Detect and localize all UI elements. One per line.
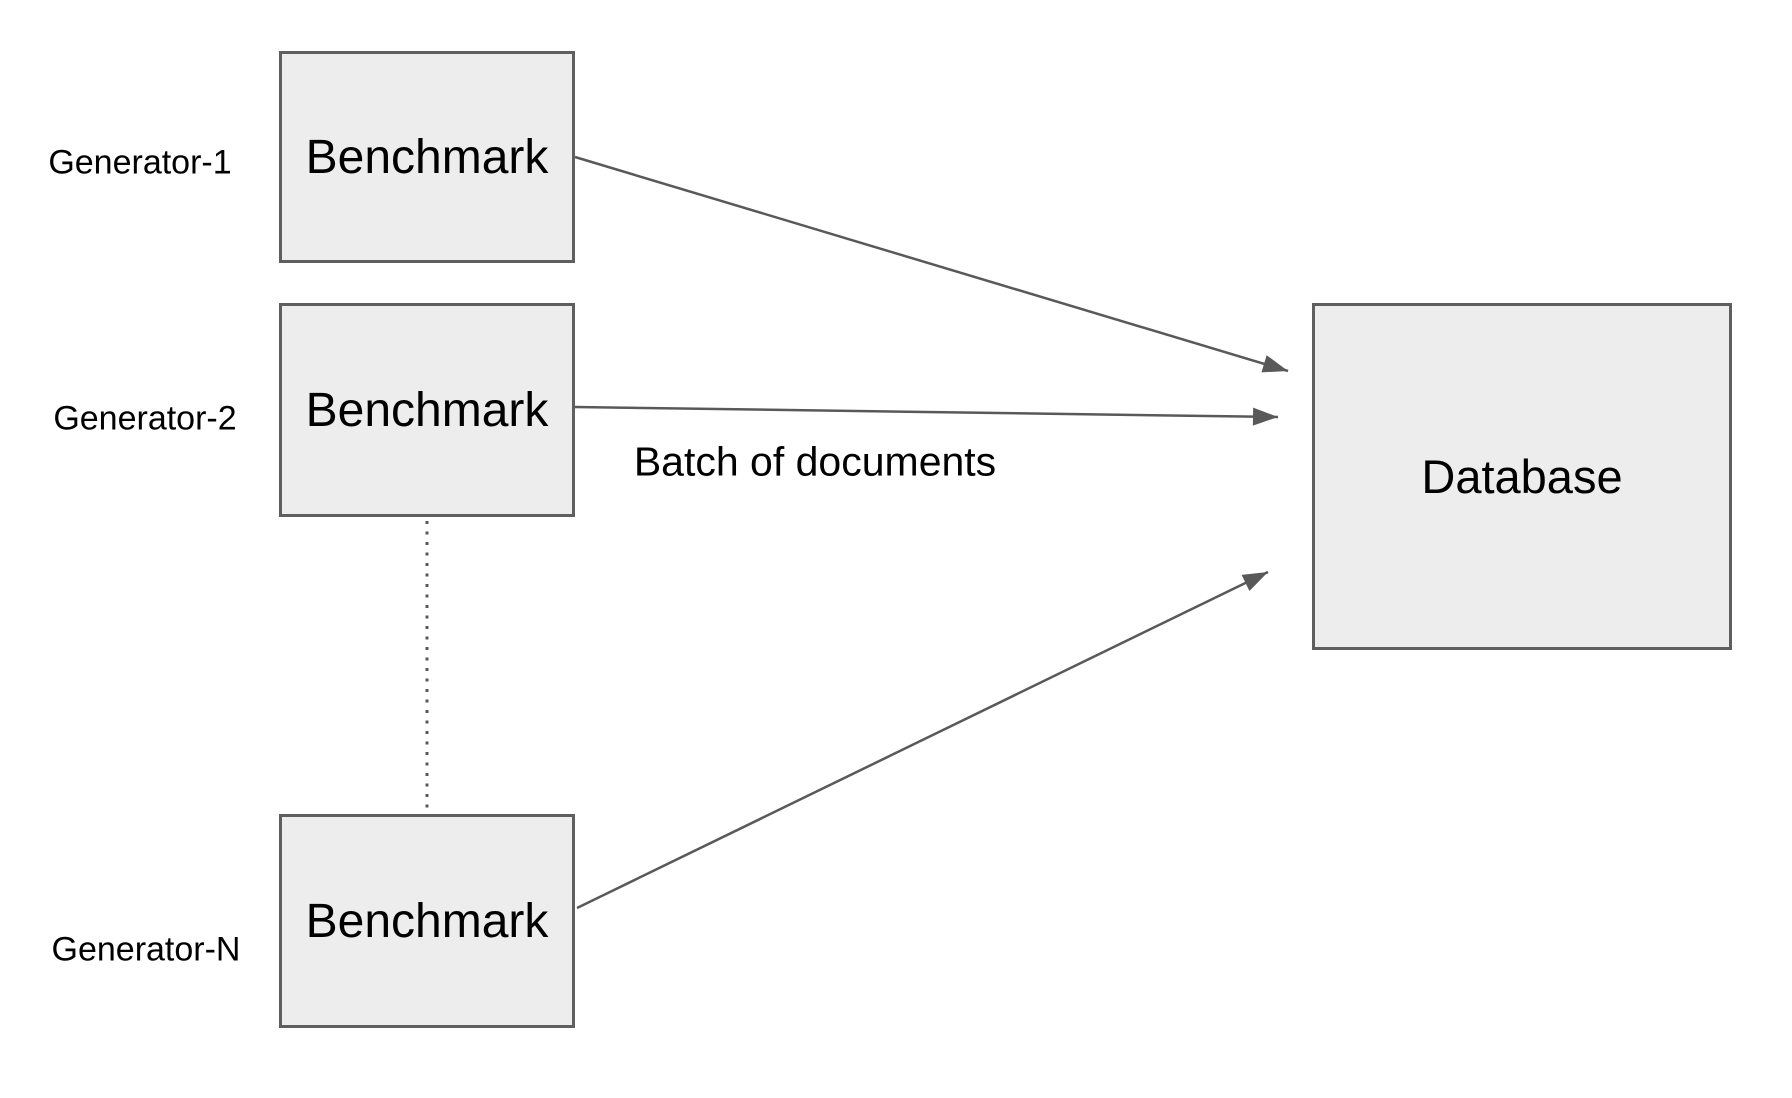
arrow-generator1-to-database	[574, 155, 1289, 373]
benchmark-box-1: Benchmark	[279, 51, 575, 263]
batch-of-documents-label: Batch of documents	[633, 438, 997, 485]
benchmark-box-2-label: Benchmark	[305, 383, 549, 437]
benchmark-box-3-label: Benchmark	[305, 894, 549, 948]
generator-1-label: Generator-1	[48, 143, 232, 182]
database-box-label: Database	[1421, 450, 1623, 503]
generator-n-label: Generator-N	[51, 930, 241, 969]
database-box: Database	[1312, 303, 1732, 650]
benchmark-box-1-label: Benchmark	[305, 130, 549, 184]
arrow-generatorN-to-database	[576, 570, 1269, 910]
arrow-generator2-to-database	[574, 405, 1279, 426]
benchmark-box-3: Benchmark	[279, 814, 575, 1028]
benchmark-box-2: Benchmark	[279, 303, 575, 517]
generator-2-label: Generator-2	[53, 399, 237, 438]
